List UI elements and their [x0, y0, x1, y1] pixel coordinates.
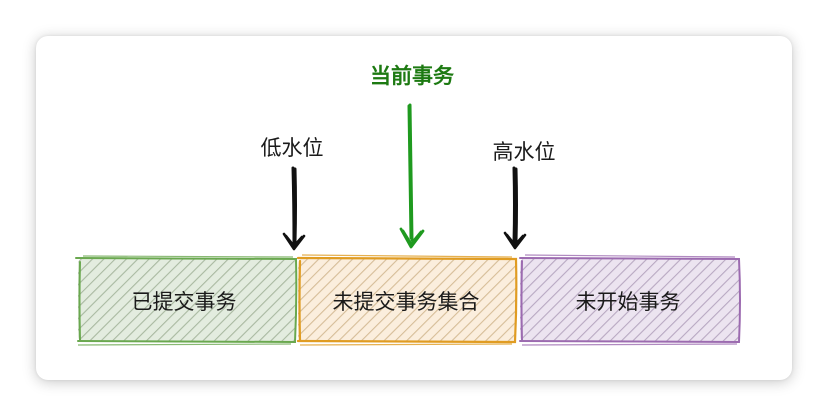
segment-not-started: 未开始事务 [519, 254, 741, 346]
current-transaction-arrowhead [399, 227, 425, 249]
low-watermark-arrowhead [282, 232, 306, 251]
high-watermark-arrowhead [503, 231, 527, 250]
segment-uncommitted-label: 未提交事务集合 [333, 290, 480, 314]
segment-committed-box [78, 258, 296, 342]
segment-uncommitted-box [298, 258, 516, 342]
low-watermark-pointer: 低水位 [261, 136, 324, 251]
segment-uncommitted: 未提交事务集合 [296, 254, 518, 346]
high-watermark-arrow-shaft [512, 166, 518, 245]
high-watermark-pointer: 高水位 [493, 140, 556, 250]
segment-not-started-box [520, 258, 740, 342]
segment-not-started-border [519, 257, 741, 344]
low-watermark-arrow-shaft [291, 166, 297, 246]
low-watermark-label: 低水位 [261, 136, 324, 160]
current-transaction-arrow-shaft [407, 103, 414, 242]
current-transaction-label: 当前事务 [370, 64, 455, 88]
current-transaction-pointer: 当前事务 [370, 64, 455, 249]
segment-uncommitted-border [296, 256, 518, 344]
segment-committed-label: 已提交事务 [132, 290, 237, 314]
high-watermark-label: 高水位 [493, 140, 556, 164]
segment-committed: 已提交事务 [75, 255, 298, 346]
segment-committed-border [75, 257, 298, 344]
segment-not-started-label: 未开始事务 [576, 290, 681, 314]
